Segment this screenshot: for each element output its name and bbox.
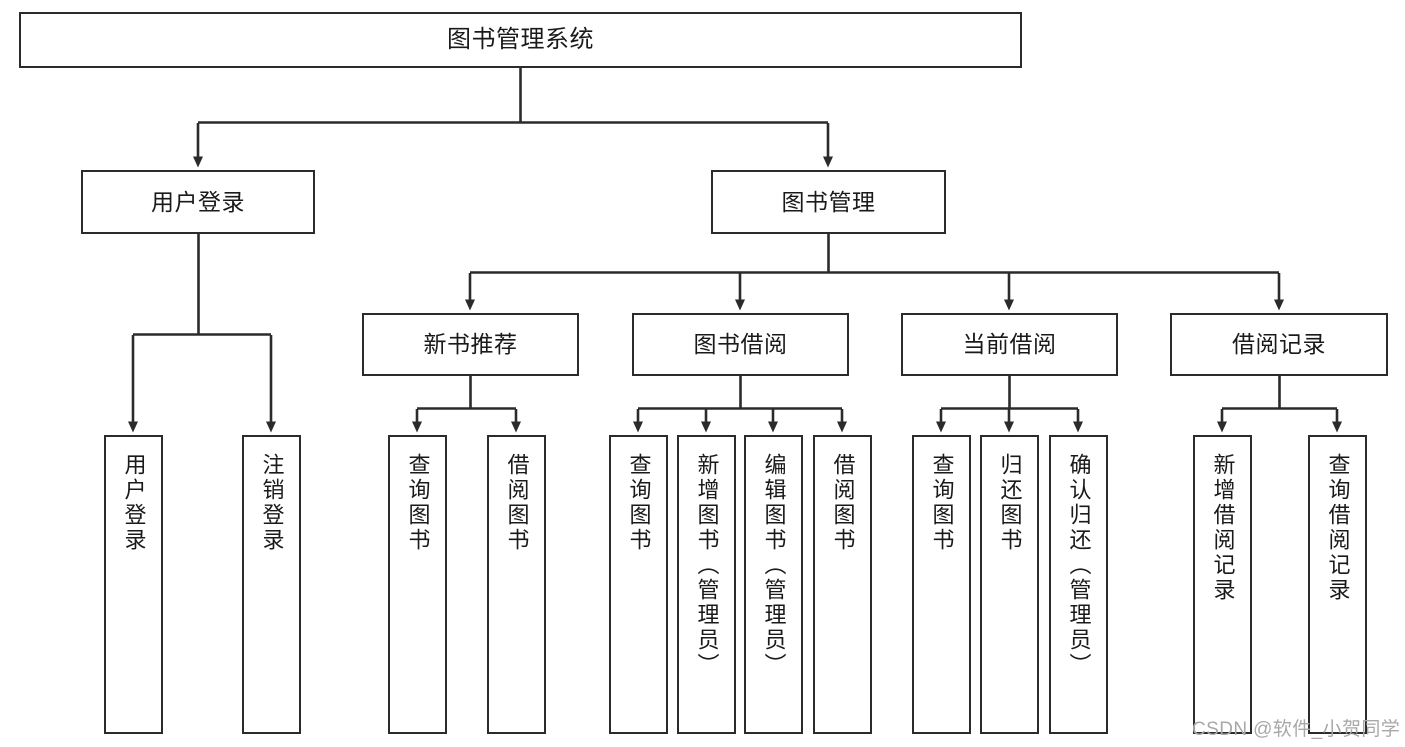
node-book-manage-label: 图书管理 <box>781 188 876 215</box>
node-root-label: 图书管理系统 <box>447 26 594 54</box>
node-leaf-edit-book[interactable]: 编辑图书（管理员） <box>744 435 803 734</box>
node-leaf-add-book[interactable]: 新增图书（管理员） <box>677 435 736 734</box>
node-leaf-user-login-label: 用户登录 <box>121 453 147 553</box>
node-leaf-query-book-1[interactable]: 查询图书 <box>388 435 447 734</box>
node-leaf-query-book-3[interactable]: 查询图书 <box>912 435 971 734</box>
node-leaf-edit-book-label: 编辑图书（管理员） <box>761 453 787 678</box>
node-leaf-logout-label: 注销登录 <box>259 453 285 553</box>
node-leaf-add-record-label: 新增借阅记录 <box>1210 453 1236 603</box>
node-leaf-query-book-2[interactable]: 查询图书 <box>609 435 668 734</box>
watermark: CSDN @软件_小贺同学 <box>1192 719 1401 740</box>
node-leaf-add-book-label: 新增图书（管理员） <box>694 453 720 678</box>
node-user-login-label: 用户登录 <box>151 188 245 215</box>
node-leaf-borrow-book-2-label: 借阅图书 <box>830 453 856 553</box>
node-leaf-borrow-book-1-label: 借阅图书 <box>504 453 530 553</box>
node-leaf-return-book-label: 归还图书 <box>997 453 1023 553</box>
node-borrow-record[interactable]: 借阅记录 <box>1170 313 1388 376</box>
node-leaf-query-record[interactable]: 查询借阅记录 <box>1308 435 1367 734</box>
node-leaf-query-book-3-label: 查询图书 <box>929 453 955 553</box>
node-new-book-rec-label: 新书推荐 <box>423 331 518 358</box>
node-book-borrow-label: 图书借阅 <box>693 331 788 358</box>
node-user-login[interactable]: 用户登录 <box>81 170 315 234</box>
node-leaf-query-book-2-label: 查询图书 <box>626 453 652 553</box>
node-book-borrow[interactable]: 图书借阅 <box>632 313 849 376</box>
node-leaf-confirm-return-label: 确认归还（管理员） <box>1066 453 1092 678</box>
node-leaf-borrow-book-2[interactable]: 借阅图书 <box>813 435 872 734</box>
node-current-borrow[interactable]: 当前借阅 <box>901 313 1118 376</box>
node-leaf-query-book-1-label: 查询图书 <box>405 453 431 553</box>
node-leaf-add-record[interactable]: 新增借阅记录 <box>1193 435 1252 734</box>
node-leaf-return-book[interactable]: 归还图书 <box>980 435 1039 734</box>
node-root[interactable]: 图书管理系统 <box>19 12 1022 68</box>
node-leaf-query-record-label: 查询借阅记录 <box>1325 453 1351 603</box>
node-leaf-borrow-book-1[interactable]: 借阅图书 <box>487 435 546 734</box>
node-leaf-user-login[interactable]: 用户登录 <box>104 435 163 734</box>
node-current-borrow-label: 当前借阅 <box>962 331 1057 358</box>
node-borrow-record-label: 借阅记录 <box>1232 331 1326 358</box>
node-new-book-rec[interactable]: 新书推荐 <box>362 313 579 376</box>
node-book-manage[interactable]: 图书管理 <box>711 170 946 234</box>
node-leaf-logout[interactable]: 注销登录 <box>242 435 301 734</box>
node-leaf-confirm-return[interactable]: 确认归还（管理员） <box>1049 435 1108 734</box>
